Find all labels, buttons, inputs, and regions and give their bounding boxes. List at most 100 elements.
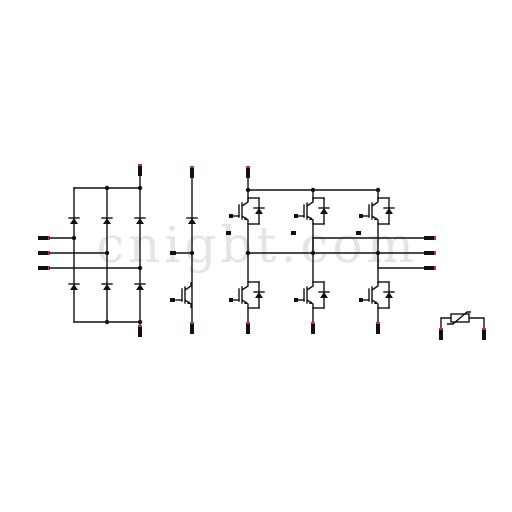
terminal-pin-mark	[190, 166, 194, 168]
diode-triangle	[188, 218, 196, 224]
diode-triangle	[136, 218, 144, 224]
diode-symbol	[318, 207, 330, 214]
diode-triangle	[320, 208, 328, 214]
igbt-arrow	[244, 217, 248, 220]
terminal-pin-mark	[246, 322, 250, 324]
gate-pin	[229, 214, 233, 218]
terminal-pin	[424, 236, 436, 240]
terminal-pin	[376, 322, 380, 334]
igbt-symbol	[232, 282, 249, 308]
diode-symbol	[383, 207, 395, 214]
diode-symbol	[101, 283, 113, 290]
igbt-symbol	[297, 198, 314, 224]
igbt-arrow	[187, 301, 191, 304]
terminal-pin-mark	[482, 328, 486, 330]
junction-dot	[71, 235, 77, 241]
ntc-thermistor-slash	[447, 311, 471, 325]
gate-pin	[359, 298, 363, 302]
junction-dot	[137, 185, 143, 191]
igbt-arrow	[309, 301, 313, 304]
diode-triangle	[103, 284, 111, 290]
terminal-pin	[311, 322, 315, 334]
diode-symbol	[383, 291, 395, 298]
terminal-pin	[190, 166, 194, 178]
diode-symbol	[101, 217, 113, 224]
igbt-symbol	[297, 282, 314, 308]
gate-pin	[170, 298, 175, 302]
igbt-symbol	[362, 198, 379, 224]
diode-triangle	[70, 218, 78, 224]
diode-triangle	[385, 208, 393, 214]
terminal-pin-mark	[434, 251, 436, 255]
terminal-pin	[38, 266, 50, 270]
gate-pin	[226, 231, 231, 235]
terminal-pin	[424, 251, 436, 255]
diode-symbol	[134, 217, 146, 224]
terminal-pin-mark	[190, 322, 194, 324]
terminal-pin-mark	[434, 266, 436, 270]
terminal-pin	[138, 325, 142, 337]
gate-pin	[294, 298, 298, 302]
terminal-pin	[424, 266, 436, 270]
igbt-arrow	[309, 217, 313, 220]
terminal-pin-mark	[138, 164, 142, 166]
diode-triangle	[136, 284, 144, 290]
terminal-pin	[190, 322, 194, 334]
junction-dot	[104, 185, 110, 191]
igbt-symbol	[175, 282, 192, 308]
igbt-arrow	[244, 301, 248, 304]
igbt-collector-lead	[184, 282, 192, 291]
terminal-pin-mark	[48, 266, 50, 270]
gate-pin	[356, 231, 361, 235]
igbt-collector-lead	[371, 282, 379, 291]
terminal-pin	[246, 166, 250, 178]
gate-pin	[294, 214, 298, 218]
terminal-pin-mark	[376, 322, 380, 324]
diode-symbol	[68, 217, 80, 224]
terminal-pin	[38, 251, 50, 255]
terminal-pin	[38, 236, 50, 240]
igbt-collector-lead	[241, 282, 249, 291]
diode-symbol	[186, 217, 198, 224]
diode-triangle	[320, 292, 328, 298]
igbt-symbol	[362, 282, 379, 308]
diode-triangle	[385, 292, 393, 298]
terminal-pin	[439, 328, 443, 340]
terminal-pin	[170, 251, 176, 255]
junction-dot	[137, 319, 143, 325]
junction-dot	[310, 187, 316, 193]
terminal-pin-mark	[434, 236, 436, 240]
junction-dot	[104, 319, 110, 325]
terminal-pin-mark	[138, 325, 142, 327]
diode-symbol	[253, 207, 265, 214]
diode-symbol	[253, 291, 265, 298]
igbt-arrow	[374, 301, 378, 304]
terminal-pin-mark	[48, 236, 50, 240]
junction-dot	[137, 265, 143, 271]
terminal-pin-mark	[48, 251, 50, 255]
diode-triangle	[255, 208, 263, 214]
diode-triangle	[255, 292, 263, 298]
ntc-thermistor-body	[450, 313, 470, 323]
ntc-lead	[469, 317, 485, 333]
junction-dot	[104, 250, 110, 256]
igbt-collector-lead	[306, 198, 314, 207]
igbt-symbol	[232, 198, 249, 224]
gate-pin	[229, 298, 233, 302]
junction-dot	[375, 187, 381, 193]
diode-symbol	[318, 291, 330, 298]
terminal-pin	[246, 322, 250, 334]
gate-pin	[291, 231, 296, 235]
terminal-pin-mark	[246, 166, 250, 168]
diode-triangle	[70, 284, 78, 290]
igbt-arrow	[374, 217, 378, 220]
diode-symbol	[68, 283, 80, 290]
igbt-collector-lead	[241, 198, 249, 207]
diode-triangle	[103, 218, 111, 224]
diode-symbol	[134, 283, 146, 290]
terminal-pin-mark	[439, 328, 443, 330]
igbt-collector-lead	[306, 282, 314, 291]
igbt-collector-lead	[371, 198, 379, 207]
terminal-pin-mark	[311, 322, 315, 324]
